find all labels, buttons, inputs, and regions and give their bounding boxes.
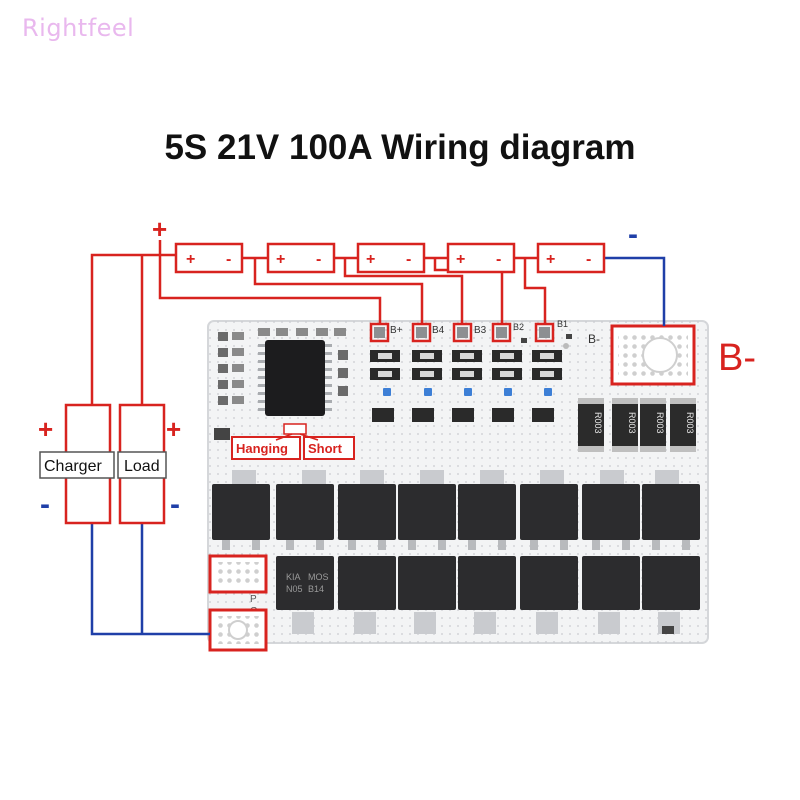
mosfet-marking-mos: MOS — [308, 572, 329, 582]
charger-minus-sign: - — [40, 488, 50, 521]
charger-label-box — [39, 451, 115, 479]
hanging-box — [231, 436, 301, 460]
hanging-label: Hanging — [236, 441, 288, 456]
battery-cell-1: + - — [174, 242, 244, 274]
load-label: Load — [124, 458, 160, 475]
cell-1-plus: + — [186, 251, 195, 268]
cell-1-minus: - — [226, 251, 231, 268]
diagram-title: 5S 21V 100A Wiring diagram — [164, 128, 636, 167]
sense-resistors: R003 R003 R003 R003 — [578, 398, 696, 452]
pack-minus-sign: - — [628, 218, 638, 251]
load-minus-sign: - — [170, 488, 180, 521]
cell-5-minus: - — [586, 251, 591, 268]
sense-resistor-label-1: R003 — [593, 412, 603, 434]
label-b3: B3 — [474, 325, 487, 336]
watermark: Rightfeel — [22, 14, 135, 42]
cell-5-plus: + — [546, 251, 555, 268]
mosfet-tabs-top — [232, 470, 679, 484]
cell-2-minus: - — [316, 251, 321, 268]
mosfet-row-upper — [212, 484, 700, 540]
battery-cell-4: + - — [446, 242, 516, 274]
sense-resistor-label-4: R003 — [685, 412, 695, 434]
mosfet-row-lower — [276, 556, 700, 610]
label-p: P — [250, 594, 257, 605]
load-plus-sign: + — [166, 414, 181, 444]
smd-column-left — [214, 332, 244, 440]
label-b1: B1 — [557, 319, 568, 329]
b-minus-terminal — [610, 324, 696, 386]
label-b-minus-small: B- — [588, 332, 600, 346]
pack-plus-sign: + — [152, 214, 167, 244]
balance-resistor-array — [370, 350, 562, 422]
cell-4-minus: - — [496, 251, 501, 268]
mosfet-marking-n05: N05 — [286, 584, 303, 594]
mosfet-legs-upper — [222, 540, 690, 550]
c-minus-terminal — [208, 608, 268, 652]
short-label: Short — [308, 441, 343, 456]
p-minus-pad — [208, 554, 268, 594]
negative-wires — [90, 256, 666, 636]
cell-2-plus: + — [276, 251, 285, 268]
charger-label: Charger — [44, 458, 102, 475]
sense-resistor-label-2: R003 — [627, 412, 637, 434]
smd-row-top — [258, 328, 348, 396]
balance-pads — [374, 327, 550, 338]
mosfet-marking-b14: B14 — [308, 584, 324, 594]
battery-cell-3: + - — [356, 242, 426, 274]
label-b2: B2 — [513, 322, 524, 332]
mosfet-tabs-bottom — [292, 612, 680, 634]
label-b-plus: B+ — [390, 325, 403, 336]
cell-4-plus: + — [456, 251, 465, 268]
short-box — [303, 436, 355, 460]
label-b4: B4 — [432, 325, 445, 336]
cell-3-minus: - — [406, 251, 411, 268]
b-minus-label: B- — [718, 337, 756, 379]
cell-3-plus: + — [366, 251, 375, 268]
battery-cell-5: + - — [536, 242, 606, 274]
sense-resistor-label-3: R003 — [655, 412, 665, 434]
control-ic — [258, 340, 332, 416]
mosfet-marking-kia: KIA — [286, 572, 301, 582]
load-label-box — [117, 451, 167, 479]
jumper-pads — [283, 423, 307, 435]
charger-plus-sign: + — [38, 414, 53, 444]
battery-cell-2: + - — [266, 242, 336, 274]
bms-board: B+ B4 B3 B2 B1 B- — [207, 319, 709, 652]
